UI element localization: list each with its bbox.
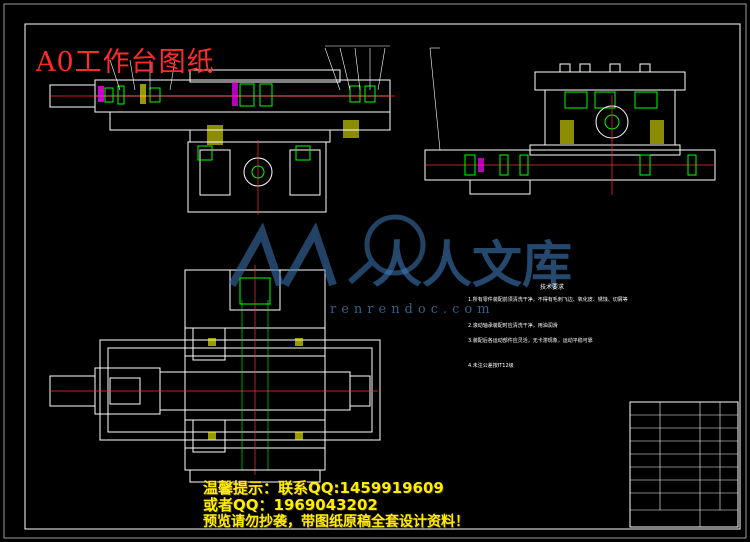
sheet-title: A0工作台图纸: [36, 47, 215, 78]
tech-note: 2.滚动轴承装配时应清洗干净，用油润滑: [468, 323, 558, 329]
top-view: [49, 265, 381, 483]
magnifier-logo-icon: [228, 214, 426, 287]
watermark-brand: 人人文库: [372, 236, 572, 294]
side-view: [424, 47, 716, 195]
outer-sheet-border: [3, 3, 747, 539]
tech-note: 4.未注公差按IT12级: [468, 363, 514, 369]
title-block: [629, 401, 739, 528]
watermark-site: renrendoc.com: [330, 302, 495, 317]
front-view: [49, 45, 395, 215]
drawing-frame: [24, 23, 741, 530]
promo-alt-contact-line: 或者QQ：1969043202: [203, 496, 378, 514]
tech-requirements-title: 技术要求: [540, 284, 565, 291]
promo-contact-line: 温馨提示：联系QQ:1459919609: [203, 479, 444, 497]
tech-note: 1.所有零件装配前须清洗干净，不得有毛刺飞边、氧化皮、锈蚀、切屑等: [468, 297, 628, 303]
promo-notice-line: 预览请勿抄袭，带图纸原稿全套设计资料！: [203, 514, 469, 530]
tech-note: 3.装配后各运动部件应灵活，无卡滞现象，运动平稳可靠: [468, 338, 593, 344]
